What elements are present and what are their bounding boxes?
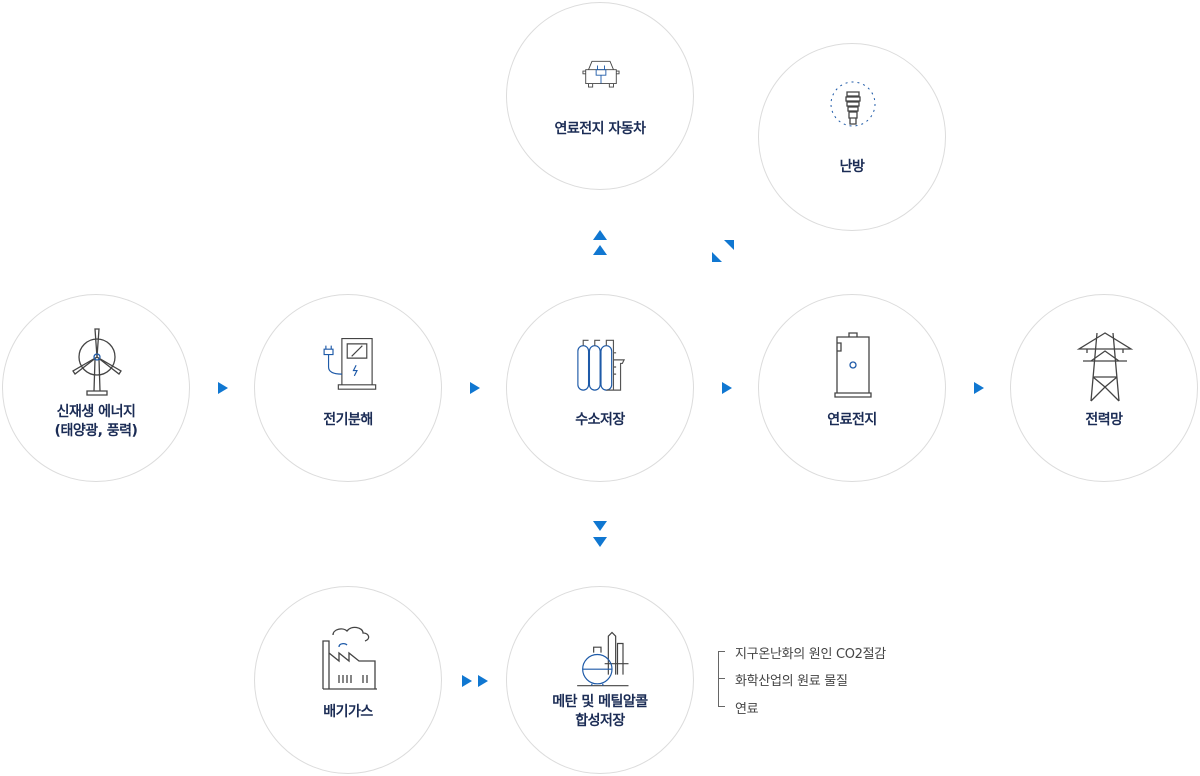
arrow-right [470,382,480,394]
hydrogen-tanks-icon [577,339,626,391]
chemical-plant-icon [577,631,629,687]
arrow-right [218,382,228,394]
node-label: 전기분해 [323,412,373,428]
node-fuel-cell: 연료전지 [758,294,946,482]
node-label: 연료전지 자동차 [554,121,646,137]
wind-turbine-icon [72,328,122,396]
arrow-right [974,382,984,394]
node-label: 난방 [839,159,865,175]
power-tower-icon [1076,332,1134,402]
label-line: 신재생 에너지 [56,404,136,420]
node-label: 연료전지 [827,412,877,428]
arrow-up [593,245,607,255]
light-bulb-icon [830,81,876,127]
arrow-diagonal-up-right [712,240,734,262]
car-plug-icon [582,60,620,88]
arrow-down [593,537,607,547]
electrolyzer-icon [323,337,377,390]
label-line: 메탄 및 메틸알콜 [552,694,648,710]
node-label: 배기가스 [323,704,373,720]
node-label: 전력망 [1085,412,1123,428]
fuel-cell-icon [834,332,872,398]
arrow-right [478,675,488,687]
label-line: 합성저장 [575,713,625,729]
label-line: (태양광, 풍력) [54,423,138,439]
node-heating: 난방 [758,43,946,231]
benefit-item: 지구온난화의 원인 CO2절감 [735,647,886,662]
node-electrolysis: 전기분해 [254,294,442,482]
arrow-right [722,382,732,394]
benefit-item: 화학산업의 원료 물질 [735,674,848,689]
node-fuel-cell-vehicle: 연료전지 자동차 [506,2,694,190]
node-renewable: 신재생 에너지 (태양광, 풍력) [2,294,190,482]
arrow-down [593,521,607,531]
bracket-line [718,651,725,707]
node-label: 수소저장 [575,412,625,428]
arrow-up [593,230,607,240]
node-power-grid: 전력망 [1010,294,1198,482]
factory-icon [322,626,377,690]
benefit-item: 연료 [735,702,759,717]
node-label: 신재생 에너지 (태양광, 풍력) [3,403,189,441]
node-exhaust-gas: 배기가스 [254,586,442,774]
arrow-right [462,675,472,687]
node-hydrogen-storage: 수소저장 [506,294,694,482]
